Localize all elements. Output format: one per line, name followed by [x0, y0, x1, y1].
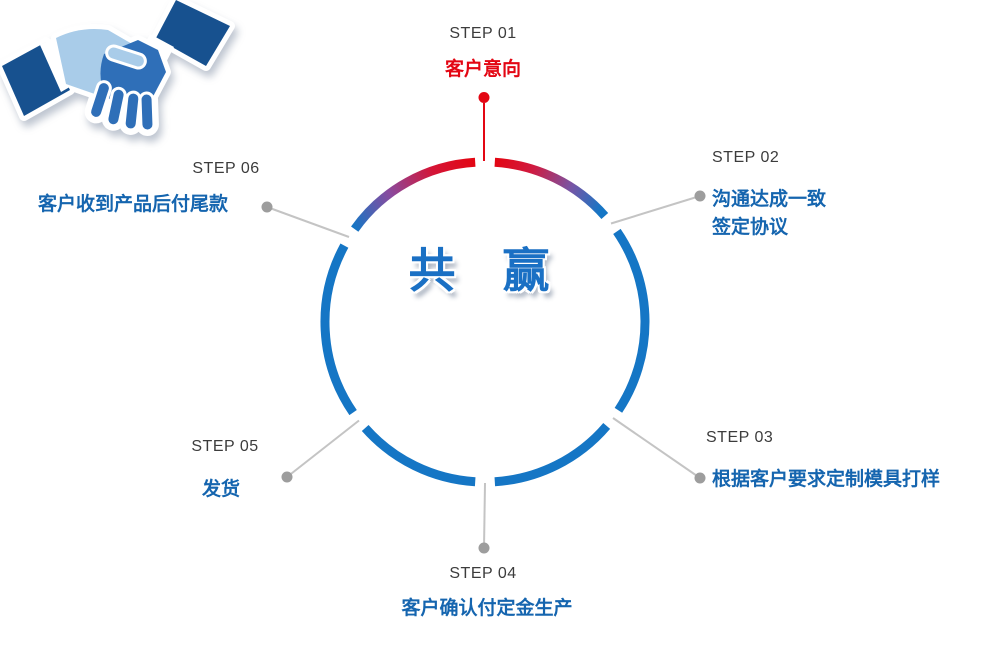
- circle-ring: [320, 157, 650, 487]
- step-01-label: STEP 01: [449, 25, 517, 42]
- step-05-connector: [286, 419, 360, 478]
- arc-bottom-left: [361, 425, 476, 487]
- left-thumb: [105, 44, 147, 70]
- step-02-text-line2: 签定协议: [712, 217, 789, 238]
- step-03-text: 根据客户要求定制模具打样: [712, 469, 941, 490]
- step-06-dot: [261, 201, 273, 213]
- step-02-text-line1: 沟通达成一致: [712, 189, 827, 210]
- step-04-label: STEP 04: [449, 565, 517, 582]
- step-04-text: 客户确认付定金生产: [401, 598, 573, 619]
- step-06-text: 客户收到产品后付尾款: [38, 194, 229, 215]
- step-02-label: STEP 02: [712, 149, 780, 166]
- step-05-dot: [281, 471, 293, 483]
- step-04-connector: [483, 482, 486, 549]
- step-01-text: 客户意向: [444, 59, 522, 80]
- arc-left: [320, 243, 357, 416]
- step-04-dot: [478, 542, 490, 554]
- step-03-label: STEP 03: [706, 429, 774, 446]
- handshake-shapes: [2, 0, 230, 133]
- arc-top-right: [494, 157, 609, 219]
- step-05-text: 发货: [201, 479, 241, 500]
- right-sleeve: [156, 0, 230, 66]
- step-06-label: STEP 06: [192, 160, 260, 177]
- step-02-text: 沟通达成一致 签定协议: [712, 186, 826, 242]
- step-03-connector: [612, 417, 701, 479]
- step-02-dot: [694, 190, 706, 202]
- handshake-icon: [0, 0, 235, 136]
- step-01-dot: [478, 92, 490, 103]
- step-06-connector: [266, 206, 350, 238]
- arc-right: [613, 228, 650, 413]
- step-03-dot: [694, 472, 706, 484]
- arc-top-left: [351, 157, 476, 232]
- center-title: 共 赢: [408, 244, 550, 297]
- step-02-connector: [610, 195, 701, 225]
- step-05-label: STEP 05: [191, 438, 259, 455]
- right-fingers: [88, 80, 156, 133]
- arc-bottom-right: [494, 422, 611, 487]
- connectors: [261, 92, 706, 554]
